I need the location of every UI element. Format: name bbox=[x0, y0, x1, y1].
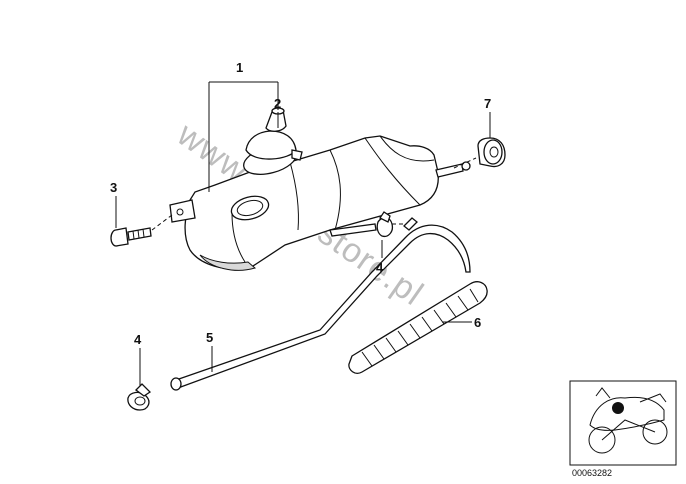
callout-2: 2 bbox=[274, 96, 281, 111]
callout-3: 3 bbox=[110, 180, 117, 195]
reference-code: 00063282 bbox=[572, 468, 612, 478]
callout-6: 6 bbox=[474, 315, 481, 330]
vehicle-locator-thumbnail bbox=[569, 380, 677, 466]
protective-sleeve[interactable] bbox=[348, 281, 488, 374]
callout-5: 5 bbox=[206, 330, 213, 345]
motorcycle-icon bbox=[588, 387, 668, 454]
rubber-grommet[interactable] bbox=[477, 137, 506, 168]
hose-clamp-upper[interactable] bbox=[376, 211, 394, 238]
callout-7: 7 bbox=[484, 96, 491, 111]
hose-clamp-lower[interactable] bbox=[127, 383, 152, 411]
reservoir-tank[interactable] bbox=[169, 135, 471, 271]
bolt[interactable] bbox=[110, 227, 152, 247]
callout-4-upper: 4 bbox=[376, 260, 384, 275]
callout-4-lower: 4 bbox=[134, 332, 142, 347]
hose[interactable] bbox=[170, 217, 471, 391]
callout-1: 1 bbox=[236, 60, 243, 75]
